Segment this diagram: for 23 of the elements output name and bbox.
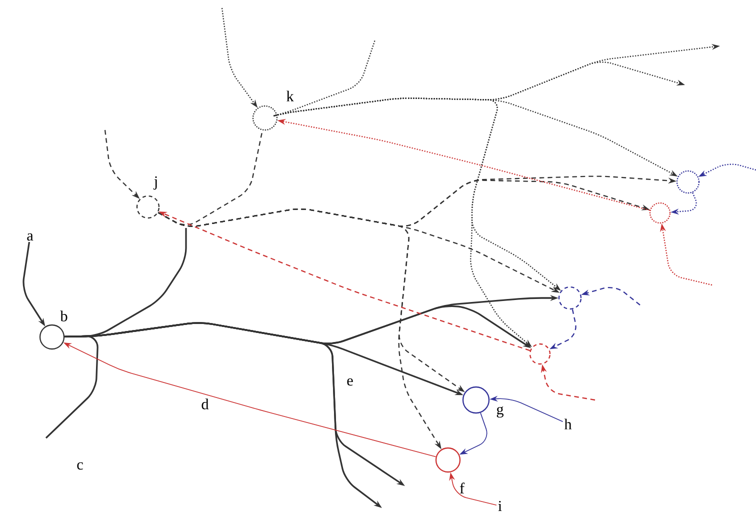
neuron-circle — [462, 386, 490, 414]
neuron-circle — [676, 170, 700, 194]
node-label: k — [286, 90, 294, 102]
neuron-circle — [136, 195, 160, 219]
neuron-circle — [435, 447, 461, 473]
line — [45, 335, 98, 439]
letter-label: a — [27, 233, 34, 241]
neuron-circle — [558, 286, 582, 310]
node-label: f — [460, 482, 465, 494]
letter-label: h — [564, 418, 572, 430]
neuron-circle — [252, 105, 278, 131]
node-label: b — [60, 310, 68, 322]
node-label: j — [153, 176, 157, 190]
neuron-circle — [649, 202, 671, 224]
neuron-circle — [529, 343, 551, 365]
line — [64, 228, 187, 338]
edge-label: d — [200, 397, 210, 411]
neuron-circle — [39, 324, 65, 350]
letter-label: c — [77, 462, 83, 470]
letter-label: e — [347, 378, 353, 386]
letter-label: i — [498, 500, 502, 512]
node-label: g — [496, 406, 504, 418]
line — [158, 130, 264, 226]
